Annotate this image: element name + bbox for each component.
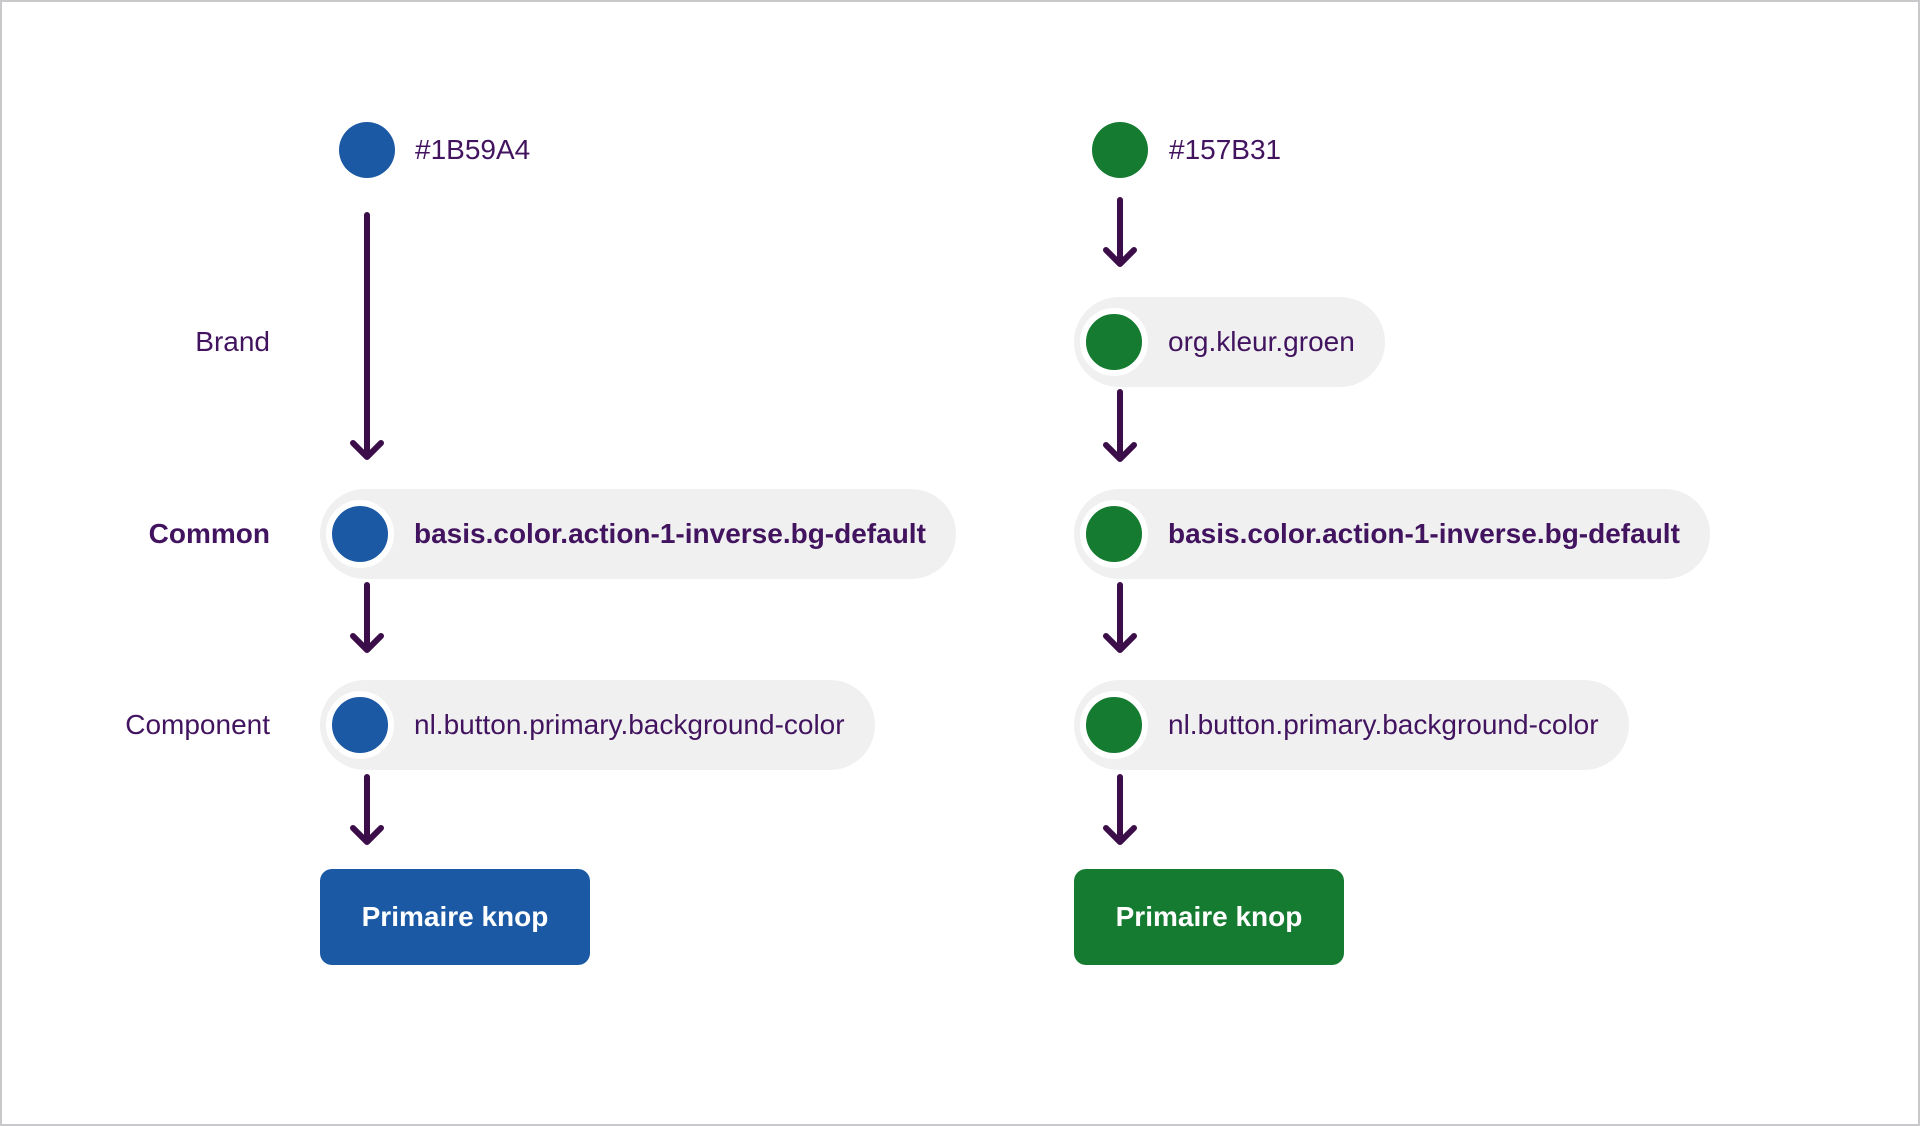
- primary-button-blue[interactable]: Primaire knop: [320, 869, 590, 965]
- token-pill-component-blue: nl.button.primary.background-color: [320, 680, 875, 770]
- token-name-common-green: basis.color.action-1-inverse.bg-default: [1168, 518, 1680, 549]
- arrow-blue-swatch-to-common: [350, 212, 384, 460]
- token-name-component-blue: nl.button.primary.background-color: [414, 709, 845, 740]
- token-pill-common-green: basis.color.action-1-inverse.bg-default: [1074, 489, 1710, 579]
- arrow-blue-component-to-button: [350, 774, 384, 845]
- token-dot-blue-icon: [326, 500, 394, 568]
- hex-value-blue: #1B59A4: [415, 134, 531, 165]
- arrow-green-swatch-to-brand: [1103, 197, 1137, 267]
- token-name-component-green: nl.button.primary.background-color: [1168, 709, 1599, 740]
- token-pill-common-blue: basis.color.action-1-inverse.bg-default: [320, 489, 956, 579]
- color-swatch-blue: [339, 122, 395, 178]
- row-label-common: Common: [148, 518, 270, 549]
- arrow-green-component-to-button: [1103, 774, 1137, 845]
- token-pill-component-green: nl.button.primary.background-color: [1074, 680, 1629, 770]
- row-label-component: Component: [125, 709, 270, 740]
- token-dot-blue-icon: [326, 691, 394, 759]
- token-dot-green-icon: [1080, 308, 1148, 376]
- primary-button-green[interactable]: Primaire knop: [1074, 869, 1344, 965]
- color-swatch-green: [1092, 122, 1148, 178]
- hex-value-green: #157B31: [1169, 134, 1282, 165]
- token-name-brand-green: org.kleur.groen: [1168, 326, 1355, 357]
- token-pill-brand-green: org.kleur.groen: [1074, 297, 1385, 387]
- arrow-blue-common-to-component: [350, 582, 384, 653]
- arrow-green-common-to-component: [1103, 582, 1137, 653]
- token-dot-green-icon: [1080, 500, 1148, 568]
- token-name-common-blue: basis.color.action-1-inverse.bg-default: [414, 518, 926, 549]
- token-dot-green-icon: [1080, 691, 1148, 759]
- arrow-green-brand-to-common: [1103, 389, 1137, 462]
- row-label-brand: Brand: [195, 326, 270, 357]
